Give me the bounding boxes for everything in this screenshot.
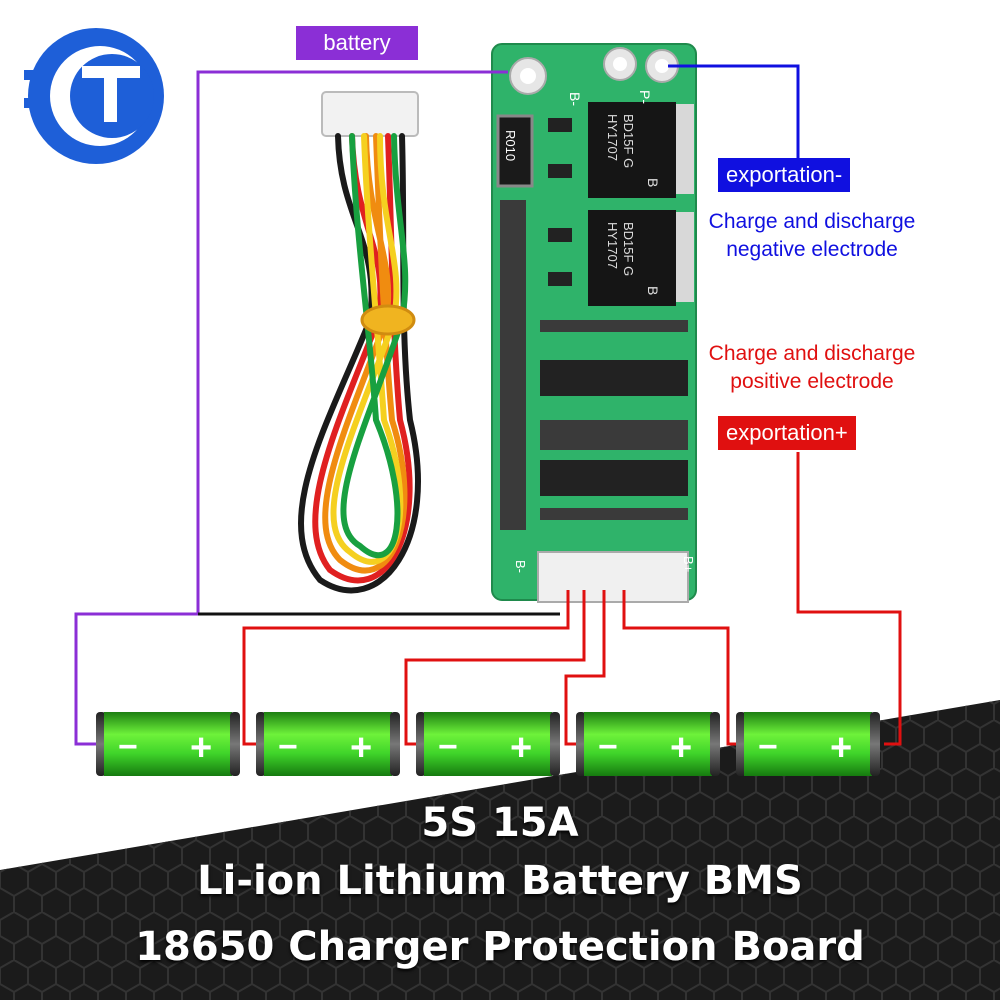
- cell-plus-sign: +: [830, 727, 852, 769]
- balance-wire-3: [564, 590, 606, 746]
- battery-cell: −+: [576, 712, 720, 776]
- negative-electrode-description: Charge and discharge negative electrode: [694, 208, 930, 264]
- battery-cell: −+: [256, 712, 400, 776]
- battery-cell: −+: [736, 712, 880, 776]
- balance-wire-2: [404, 590, 586, 746]
- title-line-2: Li-ion Lithium Battery BMS: [197, 858, 803, 904]
- positive-electrode-description: Charge and discharge positive electrode: [694, 340, 930, 396]
- title-line-1: 5S 15A: [421, 800, 579, 846]
- cell-minus-sign: −: [278, 728, 298, 766]
- mosfet-2-line2: BD15F G: [621, 222, 636, 276]
- battery-wire: [74, 70, 508, 746]
- resistor-text: R010: [503, 130, 518, 161]
- exportation-negative-wire: [668, 64, 800, 162]
- wire-harness: [298, 91, 421, 594]
- pad-b-minus-text: B-: [567, 92, 583, 106]
- connector-b-minus-text: B-: [513, 560, 528, 573]
- cell-plus-sign: +: [350, 727, 372, 769]
- connector-b-plus-text: B+: [681, 556, 696, 572]
- exportation-positive-label: exportation+: [718, 416, 856, 450]
- mosfet-2-line1: HY1707: [605, 222, 620, 269]
- positive-description-line1: Charge and discharge: [708, 342, 916, 365]
- pad-p-minus-text: P-: [637, 90, 653, 104]
- balance-wire-1: [242, 590, 570, 746]
- exportation-negative-label: exportation-: [718, 158, 851, 192]
- mosfet-1-pin: B: [645, 178, 661, 187]
- negative-description-line2: negative electrode: [726, 238, 898, 261]
- mosfet-2-pin: B: [645, 286, 661, 295]
- cell-minus-sign: −: [438, 728, 458, 766]
- board-silkscreen: B- P- R010 HY1707 BD15F G B HY1707 BD15F…: [503, 90, 696, 573]
- cell-minus-sign: −: [118, 728, 138, 766]
- balance-wire-4: [622, 590, 740, 746]
- connection-wires: [74, 64, 902, 746]
- positive-description-line2: positive electrode: [730, 370, 894, 393]
- brand-logo: [24, 28, 164, 164]
- mosfet-1-line2: BD15F G: [621, 114, 636, 168]
- mosfet-1-line1: HY1707: [605, 114, 620, 161]
- cell-plus-sign: +: [190, 727, 212, 769]
- battery-cell: −+: [416, 712, 560, 776]
- battery-cell: −+: [96, 712, 240, 776]
- exportation-positive-wire: [796, 452, 902, 746]
- title-line-3: 18650 Charger Protection Board: [135, 924, 865, 970]
- cell-plus-sign: +: [510, 727, 532, 769]
- battery-cells: −+−+−+−+−+: [96, 712, 880, 776]
- negative-description-line1: Charge and discharge: [708, 210, 916, 233]
- cell-minus-sign: −: [598, 728, 618, 766]
- cell-minus-sign: −: [758, 728, 778, 766]
- bms-pcb: [491, 43, 697, 603]
- cell-plus-sign: +: [670, 727, 692, 769]
- battery-label: battery: [296, 26, 418, 60]
